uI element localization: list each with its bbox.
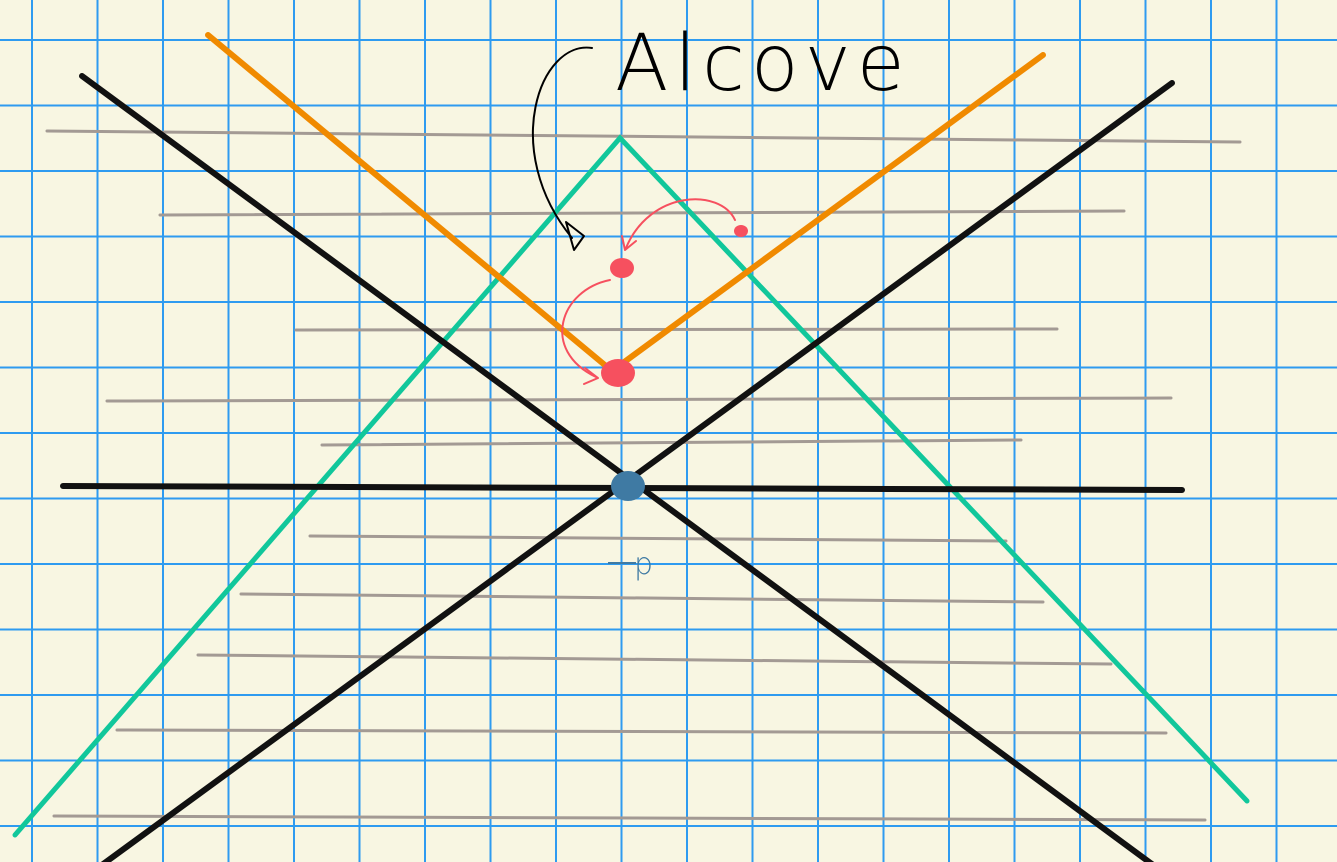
gray-line (294, 327, 1059, 332)
gray-line (45, 129, 1242, 144)
red-arrow-head-upper (621, 235, 637, 251)
red-point-small (734, 225, 748, 237)
red-arrow-lower (561, 279, 611, 378)
point-label-p: p (634, 547, 653, 582)
gray-line (196, 653, 1113, 666)
blue-intersection-point (611, 471, 645, 501)
gray-line (52, 814, 1207, 822)
gray-line (308, 534, 1008, 543)
gray-line (239, 592, 1045, 604)
pointer-arrowhead (565, 221, 585, 251)
red-point-large (601, 359, 635, 387)
gray-line (158, 209, 1126, 217)
red-points (601, 225, 748, 387)
gray-line (105, 396, 1173, 403)
red-arrow-upper (625, 198, 736, 249)
black-pointer-arrow (532, 46, 593, 251)
red-point-medium (610, 258, 634, 278)
title-alcove: Alcove (615, 19, 911, 109)
pointer-curve (532, 46, 593, 239)
teal-peak-line (12, 134, 1250, 838)
red-annotations (561, 198, 736, 385)
red-arrow-head-lower (583, 367, 599, 385)
gray-line (115, 728, 1168, 735)
